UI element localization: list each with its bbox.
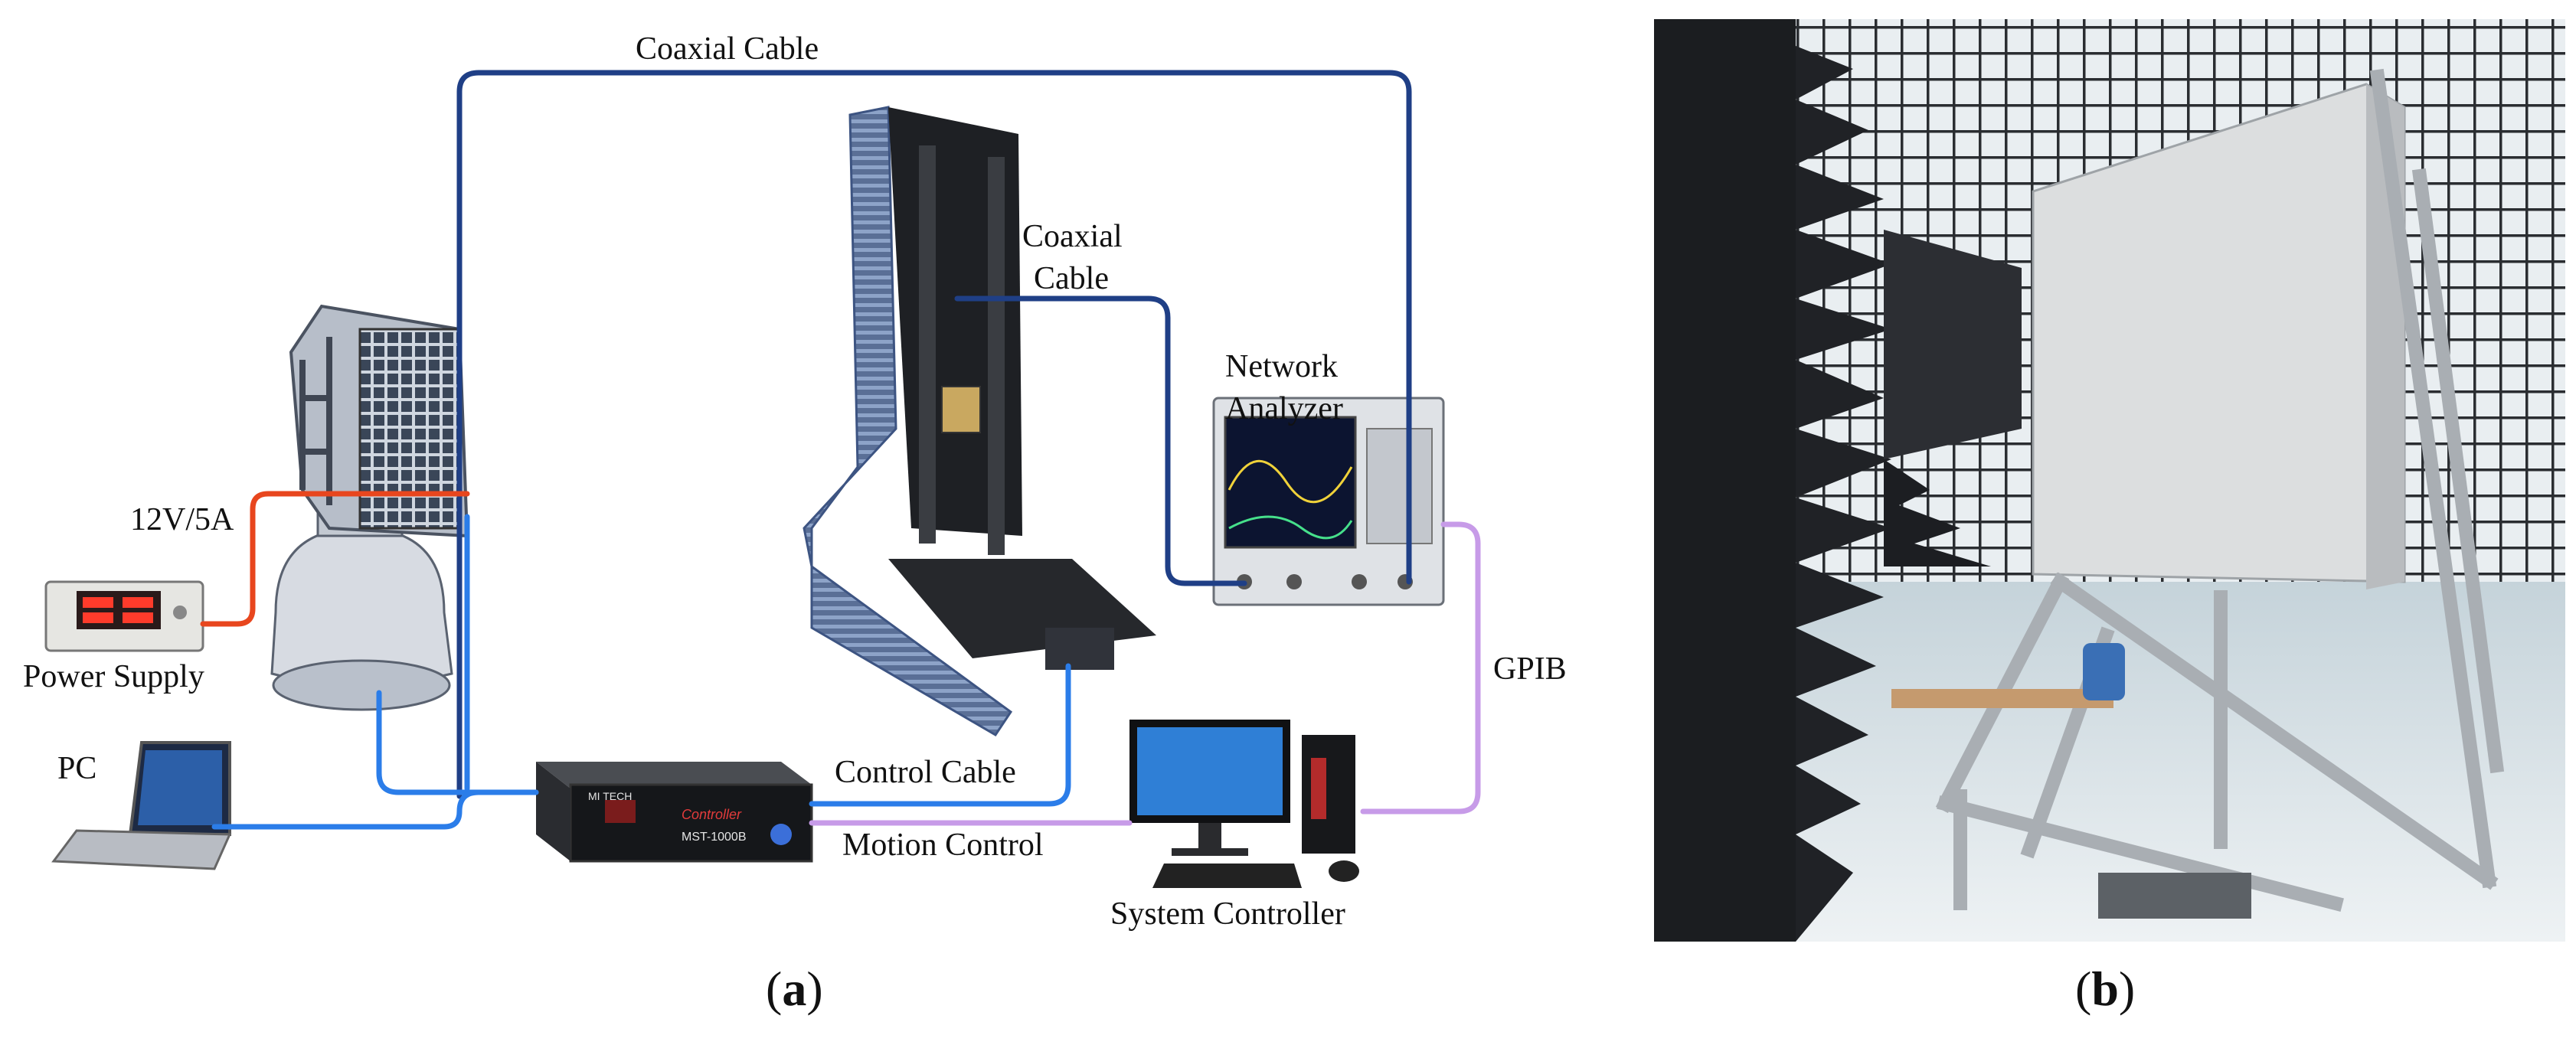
monitor-stand: [1198, 823, 1221, 850]
pc-laptop: [51, 741, 232, 870]
caption-a: (a): [766, 961, 823, 1017]
label-control-cable: Control Cable: [835, 755, 1016, 790]
control-cable: [809, 663, 1071, 807]
photo-turntable: [2098, 873, 2251, 919]
label-coaxial-cable-mid-line1: Coaxial: [1022, 219, 1123, 254]
analyzer-port-3: [1352, 574, 1367, 589]
label-power-rating: 12V/5A: [130, 502, 234, 537]
power-supply-digits-a: [83, 597, 113, 608]
monitor-screen: [1137, 727, 1283, 815]
coaxial-cable-top: [456, 70, 1412, 799]
analyzer-keypad: [1366, 428, 1433, 544]
label-network-analyzer-line1: Network: [1225, 349, 1338, 384]
laptop-screen-glare: [138, 750, 222, 825]
scanner-rail-left: [919, 145, 936, 544]
caption-a-close: ): [806, 961, 823, 1016]
caption-b-close: ): [2118, 961, 2136, 1016]
scanner-carriage: [941, 386, 981, 433]
photo-left-absorber-wall: [1654, 19, 1796, 942]
controller-button: [770, 824, 792, 845]
monitor-foot: [1172, 848, 1248, 856]
photo-absorber-spikes: [1796, 46, 1891, 942]
power-supply-unit: [44, 580, 204, 652]
controller-model: MST-1000B: [682, 831, 746, 844]
caption-a-letter: a: [782, 961, 807, 1016]
aut-positioner: [270, 304, 469, 711]
scanner-absorber-wall: [803, 106, 1013, 737]
positioner-foot: [272, 659, 451, 711]
desktop-tower-accent: [1311, 758, 1326, 819]
coaxial-cable-scanner: [954, 295, 1247, 586]
label-motion-control: Motion Control: [842, 828, 1044, 863]
desktop-tower: [1302, 735, 1355, 854]
power-cable: [200, 491, 470, 627]
caption-a-open: (: [766, 961, 783, 1016]
controller-side: [536, 762, 570, 861]
analyzer-trace: [1228, 460, 1353, 504]
system-controller-unit: [1129, 720, 1359, 888]
analyzer-trace-2: [1228, 515, 1353, 540]
caption-b-letter: b: [2091, 961, 2119, 1016]
label-network-analyzer-line2: Analyzer: [1225, 391, 1343, 426]
label-coaxial-cable-top: Coaxial Cable: [636, 31, 819, 67]
photo-support-frame: [1935, 68, 2505, 912]
mouse: [1329, 860, 1359, 882]
aut-side-bars: [299, 337, 332, 505]
caption-b-open: (: [2075, 961, 2092, 1016]
caption-b: (b): [2075, 961, 2135, 1017]
scanner-base-track: [888, 559, 1156, 658]
laptop-keyboard: [51, 829, 232, 870]
analyzer-port-2: [1286, 574, 1302, 589]
power-supply-display: [77, 591, 161, 629]
pc-usb-cable: [211, 789, 539, 830]
keyboard: [1152, 864, 1302, 888]
label-power-supply: Power Supply: [23, 659, 204, 694]
photo-probe-horn: [1884, 230, 2022, 459]
analyzer-screen: [1224, 416, 1357, 549]
controller-name: Controller: [682, 807, 742, 822]
panel-a: MI TECH Controller MST-1000B: [44, 70, 1481, 888]
label-system-controller: System Controller: [1110, 896, 1345, 932]
scanner-rail-right: [988, 157, 1005, 555]
positioner-control-cable: [376, 690, 539, 795]
power-supply-digits-d: [123, 612, 153, 623]
panel-b-photo: [1654, 19, 2565, 942]
aut-array: [358, 328, 461, 530]
controller-top: [536, 762, 812, 788]
power-supply-knob: [173, 606, 187, 619]
label-coaxial-cable-mid-line2: Cable: [1034, 261, 1109, 296]
label-gpib: GPIB: [1493, 651, 1567, 687]
label-pc: PC: [57, 751, 97, 786]
scanner-motor: [1045, 628, 1114, 670]
motion-controller-unit: MI TECH Controller MST-1000B: [536, 762, 813, 863]
nearfield-scanner: [803, 106, 1156, 737]
photo-table: [1891, 689, 2113, 708]
cables: [200, 70, 1481, 830]
gpib-cable: [1360, 521, 1481, 815]
controller-display: [605, 800, 636, 823]
photo-probe-spikes: [1884, 459, 1991, 566]
controller-brand: MI TECH: [588, 790, 632, 802]
power-supply-digits-c: [83, 612, 113, 623]
photo-chair: [2083, 643, 2125, 700]
power-supply-digits-b: [123, 597, 153, 608]
